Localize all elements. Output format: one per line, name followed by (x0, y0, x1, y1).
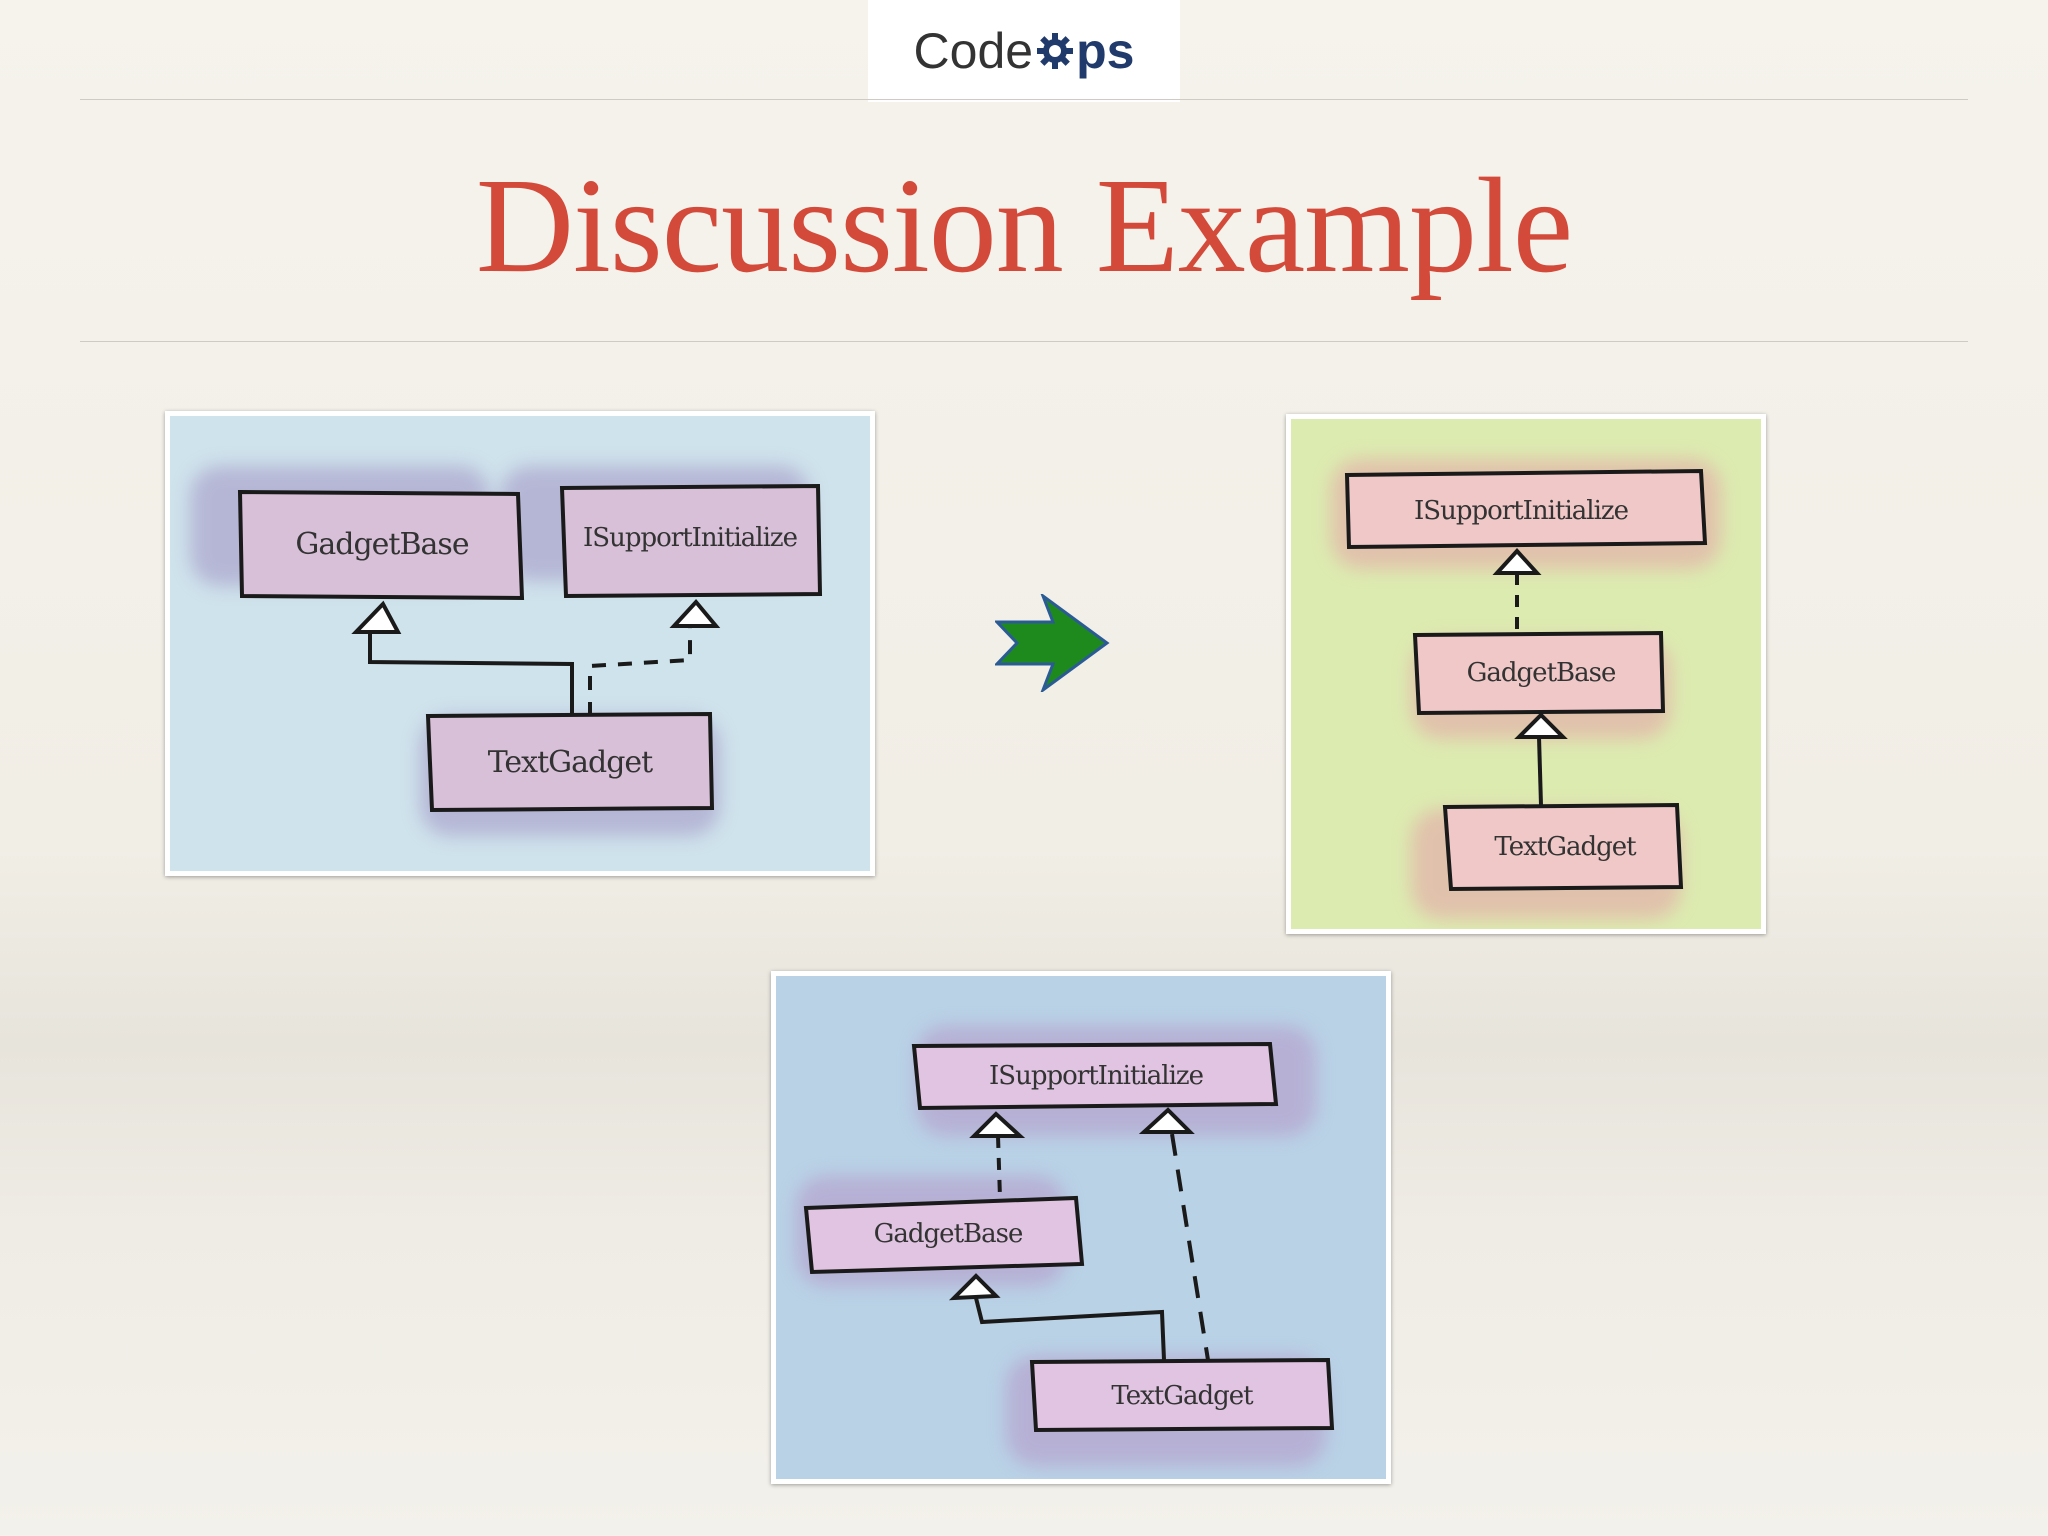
diagram-original: GadgetBase ISupportInitialize TextGadget (165, 411, 875, 876)
inheritance-arrowhead (1514, 712, 1568, 739)
realization-arrowhead-gadgetbase (969, 1111, 1026, 1138)
box-isupportinitialize: ISupportInitialize (1344, 468, 1708, 550)
top-divider (80, 99, 1968, 100)
realization-arrowhead (669, 598, 721, 628)
diagram-combined: ISupportInitialize GadgetBase TextGadget (771, 971, 1391, 1484)
diagram-combined-svg: ISupportInitialize GadgetBase TextGadget (776, 976, 1386, 1479)
inheritance-arrowhead (351, 600, 402, 634)
realization-arrowhead (1492, 548, 1542, 575)
inheritance-line (974, 1297, 1166, 1361)
diagram-hierarchy-svg: ISupportInitialize GadgetBase TextGadget (1291, 419, 1761, 929)
slide-title: Discussion Example (475, 151, 1573, 301)
logo-text-suffix: ps (1076, 23, 1135, 79)
label-textgadget: TextGadget (1111, 1381, 1254, 1411)
label-gadgetbase: GadgetBase (295, 527, 468, 562)
box-textgadget: TextGadget (1029, 1357, 1335, 1433)
box-gadgetbase: GadgetBase (237, 489, 525, 601)
diagram-original-svg: GadgetBase ISupportInitialize TextGadget (170, 416, 870, 871)
label-isupportinitialize: ISupportInitialize (1414, 496, 1629, 526)
realization-line-gadgetbase (996, 1135, 1002, 1199)
label-gadgetbase: GadgetBase (1467, 658, 1616, 688)
logo-text-prefix: Code (913, 23, 1034, 79)
label-textgadget: TextGadget (488, 745, 653, 780)
codeops-logo: Code ps (868, 0, 1180, 102)
box-textgadget: TextGadget (1442, 802, 1684, 892)
label-textgadget: TextGadget (1494, 832, 1637, 862)
right-arrow-icon (995, 594, 1110, 692)
label-isupportinitialize: ISupportInitialize (583, 523, 798, 553)
box-gadgetbase: GadgetBase (803, 1195, 1085, 1275)
inheritance-line (368, 632, 574, 714)
inheritance-line (1537, 736, 1543, 806)
inheritance-arrowhead (948, 1273, 1001, 1301)
box-isupportinitialize: ISupportInitialize (911, 1041, 1279, 1111)
realization-arrowhead-textgadget (1138, 1107, 1195, 1134)
title-divider (80, 341, 1968, 342)
gear-icon (1037, 33, 1074, 69)
box-gadgetbase: GadgetBase (1412, 630, 1666, 716)
box-isupportinitialize: ISupportInitialize (559, 483, 823, 599)
diagram-hierarchy: ISupportInitialize GadgetBase TextGadget (1286, 414, 1766, 934)
label-isupportinitialize: ISupportInitialize (989, 1061, 1204, 1091)
realization-line-textgadget (1170, 1133, 1210, 1361)
realization-line (588, 626, 692, 716)
box-textgadget: TextGadget (425, 711, 715, 813)
label-gadgetbase: GadgetBase (874, 1219, 1023, 1249)
